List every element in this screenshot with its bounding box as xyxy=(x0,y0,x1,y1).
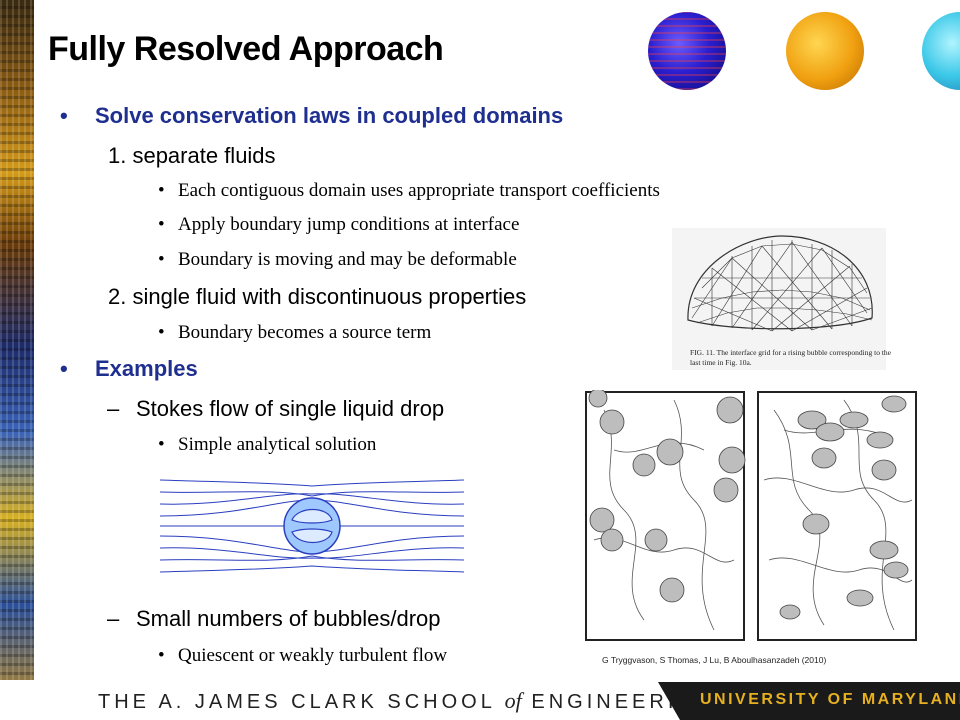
figure-credit: G Tryggvason, S Thomas, J Lu, B Aboulhas… xyxy=(602,655,827,665)
bullet-marker: • xyxy=(158,322,165,343)
bullet-marker: • xyxy=(158,645,165,666)
bullet-marker: • xyxy=(158,434,165,455)
bullet-marker: • xyxy=(158,214,165,235)
school-name: THE A. JAMES CLARK SCHOOL of ENGINEERING xyxy=(98,688,715,714)
numbered-item: 1. separate fluids xyxy=(108,143,276,168)
bubble-grid-figure xyxy=(672,228,886,370)
dash-marker: – xyxy=(107,606,120,631)
bullet-level3: Each contiguous domain uses appropriate … xyxy=(178,180,660,201)
gold-orb-image xyxy=(786,12,864,90)
decorative-left-strip xyxy=(0,0,34,720)
dash-item: Small numbers of bubbles/drop xyxy=(136,606,441,631)
blue-orb-image xyxy=(648,12,726,90)
slide-title: Fully Resolved Approach xyxy=(48,30,444,68)
bubbly-flow-simulation-figure xyxy=(585,390,917,641)
bullet-level3: Quiescent or weakly turbulent flow xyxy=(178,645,448,666)
dash-marker: – xyxy=(107,396,120,421)
bullet-marker: • xyxy=(60,103,68,128)
bullet-level3: Boundary is moving and may be deformable xyxy=(178,249,517,270)
bullet-marker: • xyxy=(158,249,165,270)
bullet-level3: Apply boundary jump conditions at interf… xyxy=(178,214,520,235)
bullet-level1: Examples xyxy=(95,356,198,381)
bullet-level3: Simple analytical solution xyxy=(178,434,377,455)
bullet-marker: • xyxy=(60,356,68,381)
school-name-part: THE A. JAMES CLARK SCHOOL xyxy=(98,691,496,713)
university-name: UNIVERSITY OF MARYLAND xyxy=(700,691,960,708)
figure-caption-line1: FIG. 11. The interface grid for a rising… xyxy=(690,348,891,357)
cyan-orb-image xyxy=(922,12,960,90)
bullet-level3: Boundary becomes a source term xyxy=(178,322,432,343)
stokes-flow-diagram xyxy=(159,479,465,573)
school-name-of: of xyxy=(504,688,522,713)
dash-item: Stokes flow of single liquid drop xyxy=(136,396,445,421)
bullet-level1: Solve conservation laws in coupled domai… xyxy=(95,103,564,128)
bullet-marker: • xyxy=(158,180,165,201)
figure-caption-line2: last time in Fig. 10a. xyxy=(690,358,752,367)
university-banner: UNIVERSITY OF MARYLAND xyxy=(658,682,960,720)
numbered-item: 2. single fluid with discontinuous prope… xyxy=(108,284,527,309)
